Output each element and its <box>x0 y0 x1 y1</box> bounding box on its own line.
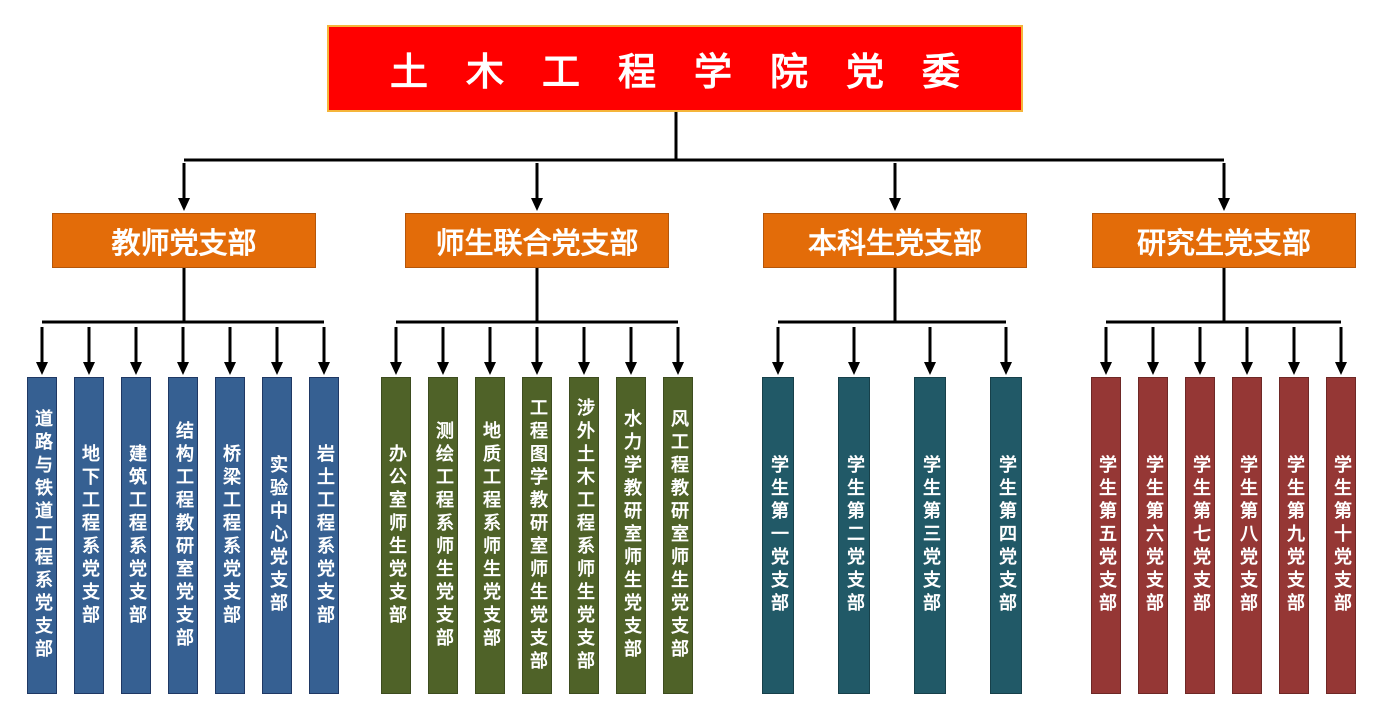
leaf-node: 学生第八党支部 <box>1232 377 1262 694</box>
leaf-node: 桥梁工程系党支部 <box>215 377 245 694</box>
leaf-node: 岩土工程系党支部 <box>309 377 339 694</box>
leaf-node: 学生第三党支部 <box>914 377 946 694</box>
leaf-node: 学生第二党支部 <box>838 377 870 694</box>
branch-node: 研究生党支部 <box>1092 213 1356 268</box>
leaf-node: 实验中心党支部 <box>262 377 292 694</box>
leaf-label: 道路与铁道工程系党支部 <box>32 409 53 662</box>
branch-node: 教师党支部 <box>52 213 316 268</box>
arrow-head-icon <box>772 362 784 375</box>
leaf-node: 水力学教研室师生党支部 <box>616 377 646 694</box>
arrow-head-icon <box>224 362 236 375</box>
arrow-head-icon <box>437 362 449 375</box>
leaf-label: 测绘工程系师生党支部 <box>433 420 454 651</box>
leaf-node: 学生第九党支部 <box>1279 377 1309 694</box>
leaf-node: 学生第六党支部 <box>1138 377 1168 694</box>
arrow-head-icon <box>1241 362 1253 375</box>
leaf-node: 建筑工程系党支部 <box>121 377 151 694</box>
leaf-label: 学生第三党支部 <box>920 455 941 616</box>
arrow-head-icon <box>390 362 402 375</box>
leaf-label: 学生第二党支部 <box>844 455 865 616</box>
leaf-node: 办公室师生党支部 <box>381 377 411 694</box>
leaf-node: 结构工程教研室党支部 <box>168 377 198 694</box>
leaf-label: 学生第九党支部 <box>1284 455 1305 616</box>
leaf-label: 学生第十党支部 <box>1331 455 1352 616</box>
leaf-label: 地下工程系党支部 <box>79 443 100 628</box>
leaf-label: 学生第四党支部 <box>996 455 1017 616</box>
leaf-label: 学生第六党支部 <box>1143 455 1164 616</box>
leaf-label: 岩土工程系党支部 <box>314 443 335 628</box>
leaf-label: 学生第一党支部 <box>768 455 789 616</box>
leaf-node: 学生第七党支部 <box>1185 377 1215 694</box>
leaf-label: 结构工程教研室党支部 <box>173 420 194 651</box>
leaf-label: 建筑工程系党支部 <box>126 443 147 628</box>
leaf-label: 工程图学教研室师生党支部 <box>527 397 548 674</box>
arrow-head-icon <box>318 362 330 375</box>
leaf-node: 学生第一党支部 <box>762 377 794 694</box>
branch-node: 本科生党支部 <box>763 213 1027 268</box>
arrow-head-icon <box>1218 198 1230 211</box>
branch-node: 师生联合党支部 <box>405 213 669 268</box>
leaf-node: 风工程教研室师生党支部 <box>663 377 693 694</box>
arrow-head-icon <box>178 198 190 211</box>
root-node: 土木工程学院党委 <box>327 25 1023 112</box>
leaf-label: 地质工程系师生党支部 <box>480 420 501 651</box>
arrow-head-icon <box>924 362 936 375</box>
leaf-label: 实验中心党支部 <box>267 455 288 616</box>
arrow-head-icon <box>1288 362 1300 375</box>
arrow-head-icon <box>177 362 189 375</box>
leaf-label: 学生第五党支部 <box>1096 455 1117 616</box>
branch-label: 本科生党支部 <box>807 225 982 260</box>
leaf-node: 道路与铁道工程系党支部 <box>27 377 57 694</box>
arrow-head-icon <box>130 362 142 375</box>
arrow-head-icon <box>531 198 543 211</box>
leaf-node: 涉外土木工程系师生党支部 <box>569 377 599 694</box>
arrow-head-icon <box>625 362 637 375</box>
arrow-head-icon <box>889 198 901 211</box>
root-label: 土木工程学院党委 <box>389 50 998 94</box>
leaf-label: 桥梁工程系党支部 <box>220 443 241 628</box>
arrow-head-icon <box>83 362 95 375</box>
leaf-label: 办公室师生党支部 <box>386 443 407 628</box>
arrow-head-icon <box>672 362 684 375</box>
leaf-node: 学生第五党支部 <box>1091 377 1121 694</box>
leaf-label: 涉外土木工程系师生党支部 <box>574 397 595 674</box>
leaf-node: 地下工程系党支部 <box>74 377 104 694</box>
arrow-head-icon <box>1147 362 1159 375</box>
arrow-head-icon <box>484 362 496 375</box>
branch-label: 师生联合党支部 <box>435 225 639 260</box>
leaf-label: 学生第八党支部 <box>1237 455 1258 616</box>
arrow-head-icon <box>271 362 283 375</box>
arrow-head-icon <box>848 362 860 375</box>
branch-label: 研究生党支部 <box>1136 225 1311 260</box>
leaf-label: 学生第七党支部 <box>1190 455 1211 616</box>
arrow-head-icon <box>531 362 543 375</box>
arrow-head-icon <box>578 362 590 375</box>
arrow-head-icon <box>1335 362 1347 375</box>
leaf-node: 学生第四党支部 <box>990 377 1022 694</box>
leaf-label: 风工程教研室师生党支部 <box>668 409 689 662</box>
arrow-head-icon <box>1100 362 1112 375</box>
leaf-node: 测绘工程系师生党支部 <box>428 377 458 694</box>
arrow-head-icon <box>1194 362 1206 375</box>
arrow-head-icon <box>36 362 48 375</box>
leaf-node: 地质工程系师生党支部 <box>475 377 505 694</box>
branch-label: 教师党支部 <box>111 225 257 260</box>
leaf-node: 工程图学教研室师生党支部 <box>522 377 552 694</box>
leaf-label: 水力学教研室师生党支部 <box>621 409 642 662</box>
arrow-head-icon <box>1000 362 1012 375</box>
leaf-node: 学生第十党支部 <box>1326 377 1356 694</box>
